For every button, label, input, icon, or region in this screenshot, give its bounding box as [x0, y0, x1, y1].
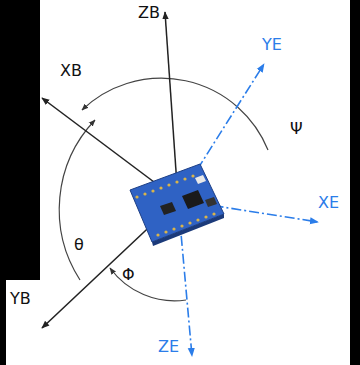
axis-label: YB — [10, 290, 31, 308]
axis-label: ZE — [158, 338, 179, 356]
angle-label: Φ — [122, 266, 135, 284]
angle-label: θ — [74, 236, 84, 254]
zb-axis — [165, 12, 178, 200]
axis-label: YE — [262, 36, 282, 54]
axis-label: ZB — [138, 4, 160, 22]
phi-arc — [110, 268, 186, 301]
psi-arc — [82, 78, 268, 150]
white-ground — [6, 0, 350, 365]
theta-arc — [59, 120, 95, 280]
imu-board — [130, 164, 224, 246]
angle-label: Ψ — [290, 120, 303, 138]
axis-label: XE — [318, 194, 339, 212]
axis-label: XB — [60, 62, 82, 80]
